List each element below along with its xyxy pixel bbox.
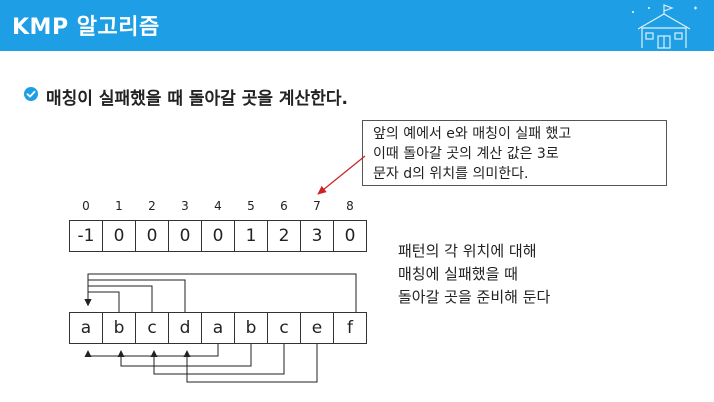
failure-value-cell: 0: [168, 220, 202, 252]
failure-link-arrow: [183, 344, 318, 383]
failure-link-arrow: [84, 344, 219, 357]
description-line: 패턴의 각 위치에 대해: [398, 242, 537, 260]
pattern-char-cell: e: [300, 312, 334, 344]
failure-value-cell: 3: [300, 220, 334, 252]
index-label: 5: [247, 199, 255, 213]
note-line: 앞의 예에서 e와 매칭이 실패 했고: [373, 126, 572, 142]
pattern-char-cell: c: [267, 312, 301, 344]
description-line: 돌아갈 곳을 준비해 둔다: [398, 288, 551, 306]
pattern-char-cell: d: [168, 312, 202, 344]
index-label: 1: [115, 199, 123, 213]
description-line: 매칭에 실패했을 때: [398, 265, 518, 283]
failure-link-arrow: [84, 291, 120, 312]
pattern-char-cell: b: [234, 312, 268, 344]
check-circle-icon: [24, 87, 38, 101]
pattern-char-cell: c: [135, 312, 169, 344]
failure-link-arrow: [84, 273, 357, 312]
failure-value-cell: 2: [267, 220, 301, 252]
failure-value-cell: 0: [333, 220, 367, 252]
failure-value-cell: 0: [135, 220, 169, 252]
page-title: KMP 알고리즘: [12, 15, 160, 40]
pattern-char-cell: f: [333, 312, 367, 344]
failure-link-arrow: [84, 285, 153, 312]
title-bar: KMP 알고리즘: [0, 0, 714, 51]
failure-value-cell: -1: [69, 220, 103, 252]
school-building-icon: [632, 4, 697, 49]
index-label: 4: [214, 199, 222, 213]
index-label: 8: [346, 199, 354, 213]
index-label: 3: [181, 199, 189, 213]
index-label: 7: [313, 199, 321, 213]
subtitle: 매칭이 실패했을 때 돌아갈 곳을 계산한다.: [46, 89, 348, 109]
failure-value-cell: 0: [102, 220, 136, 252]
index-label: 0: [82, 199, 90, 213]
failure-link-arrow: [117, 344, 252, 367]
note-line: 이때 돌아갈 곳의 계산 값은 3로: [373, 146, 559, 162]
note-callout: 앞의 예에서 e와 매칭이 실패 했고 이때 돌아갈 곳의 계산 값은 3로 문…: [362, 120, 667, 186]
note-arrow: [317, 155, 366, 195]
index-label: 2: [148, 199, 156, 213]
failure-link-arrow: [84, 279, 186, 312]
description: 패턴의 각 위치에 대해 매칭에 실패했을 때 돌아갈 곳을 준비해 둔다: [398, 240, 550, 309]
index-label: 6: [280, 199, 288, 213]
note-line: 문자 d의 위치를 의미한다.: [373, 166, 529, 182]
failure-link-arrow: [150, 344, 285, 375]
